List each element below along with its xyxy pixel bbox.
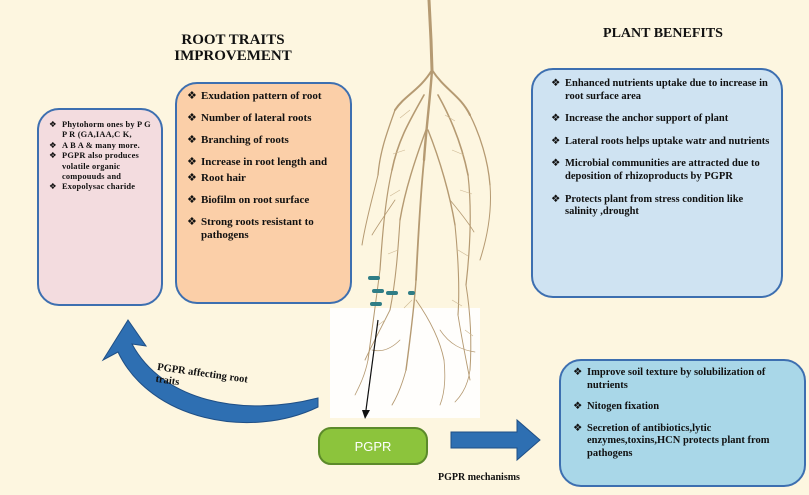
bullet-icon: ❖	[187, 216, 197, 229]
bullet-icon: ❖	[49, 151, 57, 161]
plant-benefits-title: PLANT BENEFITS	[588, 27, 738, 42]
root-traits-box: ❖Exudation pattern of root ❖Number of la…	[175, 82, 352, 304]
bacteria-to-pgpr-arrowhead	[362, 410, 370, 419]
list-item: ❖Biofilm on root surface	[187, 194, 342, 207]
list-item: ❖Lateral roots helps uptake watr and nut…	[551, 136, 771, 149]
bullet-icon: ❖	[551, 136, 560, 149]
bullet-icon: ❖	[573, 423, 582, 436]
list-item: ❖Nitogen fixation	[573, 401, 796, 414]
list-item: ❖Exudation pattern of root	[187, 90, 342, 103]
bullet-icon: ❖	[49, 120, 57, 130]
bullet-icon: ❖	[187, 90, 197, 103]
list-item: ❖Increase in root length and	[187, 156, 342, 169]
bullet-icon: ❖	[49, 141, 57, 151]
right-blue-arrow	[451, 420, 540, 460]
pgpr-mechanisms-box: ❖Improve soil texture by solubilization …	[559, 359, 806, 487]
bullet-icon: ❖	[573, 367, 582, 380]
bullet-icon: ❖	[187, 134, 197, 147]
list-item: ❖A B A & many more.	[49, 141, 153, 151]
bullet-icon: ❖	[573, 401, 582, 414]
list-item: ❖Phytohorm ones by P G P R (GA,IAA,C K,	[49, 120, 153, 141]
list-item: ❖Root hair	[187, 172, 342, 185]
pgpr-mechanisms-label: PGPR mechanisms	[438, 472, 520, 483]
pgpr-mechanisms-list: ❖Improve soil texture by solubilization …	[573, 367, 796, 461]
bullet-icon: ❖	[49, 182, 57, 192]
bullet-icon: ❖	[551, 158, 560, 171]
list-item: ❖Secretion of antibiotics,lytic enzymes,…	[573, 423, 796, 461]
root-traits-list: ❖Exudation pattern of root ❖Number of la…	[187, 90, 342, 242]
list-item: ❖Strong roots resistant to pathogens	[187, 216, 342, 242]
list-item: ❖Microbial communities are attracted due…	[551, 158, 771, 183]
root-traits-title: ROOT TRAITS IMPROVEMENT	[158, 33, 308, 65]
phytohormone-box: ❖Phytohorm ones by P G P R (GA,IAA,C K, …	[37, 108, 163, 306]
bacteria-to-pgpr-arrow	[366, 320, 378, 410]
bullet-icon: ❖	[187, 156, 197, 169]
list-item: ❖Number of lateral roots	[187, 112, 342, 125]
list-item: ❖Branching of roots	[187, 134, 342, 147]
bullet-icon: ❖	[187, 112, 197, 125]
root-traits-title-line2: IMPROVEMENT	[158, 49, 308, 65]
bullet-icon: ❖	[187, 194, 197, 207]
bullet-icon: ❖	[187, 172, 197, 185]
list-item: ❖Protects plant from stress condition li…	[551, 194, 771, 219]
plant-benefits-list: ❖Enhanced nutrients uptake due to increa…	[551, 78, 771, 219]
list-item: ❖Exopolysac charide	[49, 182, 153, 192]
pgpr-node: PGPR	[318, 427, 428, 465]
phytohormone-list: ❖Phytohorm ones by P G P R (GA,IAA,C K, …	[49, 120, 153, 193]
bullet-icon: ❖	[551, 78, 560, 91]
bullet-icon: ❖	[551, 194, 560, 207]
list-item: ❖PGPR also produces volatile organic com…	[49, 151, 153, 182]
bullet-icon: ❖	[551, 113, 560, 126]
root-traits-title-line1: ROOT TRAITS	[158, 33, 308, 49]
list-item: ❖Improve soil texture by solubilization …	[573, 367, 796, 392]
list-item: ❖Enhanced nutrients uptake due to increa…	[551, 78, 771, 103]
list-item: ❖Increase the anchor support of plant	[551, 113, 771, 126]
plant-benefits-box: ❖Enhanced nutrients uptake due to increa…	[531, 68, 783, 298]
